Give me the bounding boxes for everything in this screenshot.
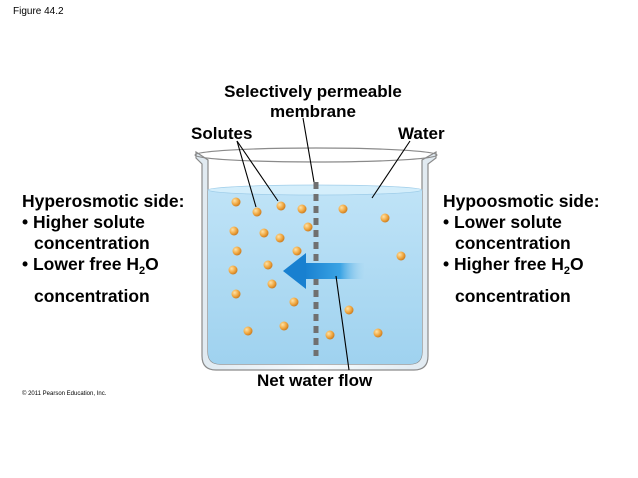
membrane-label-line2: membrane (270, 102, 356, 121)
hypoosmotic-bullet1-cont: concentration (455, 233, 571, 253)
hyperosmotic-bullet2-suffix: O (145, 254, 159, 274)
solutes-leader-line (236, 140, 279, 202)
leader-lines (236, 117, 411, 371)
hyperosmotic-bullet1-cont: concentration (34, 233, 150, 253)
solute-particle (275, 233, 285, 243)
hypoosmotic-bullet1: • Lower solute (443, 212, 562, 232)
hypoosmotic-bullet2: • Higher free H2O (443, 254, 600, 282)
solute-particle (380, 213, 390, 223)
net-water-flow-leader-line (335, 275, 350, 371)
figure-label: Figure 44.2 (13, 6, 64, 17)
water-label: Water (398, 124, 445, 143)
solute-particle (267, 279, 277, 289)
solute-particle (325, 330, 335, 340)
solute-particle (228, 265, 238, 275)
hyperosmotic-bullet2: • Lower free H2O (22, 254, 184, 282)
hypoosmotic-title: Hypoosmotic side: (443, 191, 600, 211)
solute-particle (338, 204, 348, 214)
beaker-rim (194, 147, 438, 163)
hyperosmotic-side-text: Hyperosmotic side: • Higher solute conce… (22, 191, 184, 307)
solute-particle (297, 204, 307, 214)
membrane-label: Selectively permeable membrane (204, 82, 422, 122)
solute-particle (279, 321, 289, 331)
net-water-flow-label: Net water flow (257, 371, 373, 390)
hyperosmotic-bullet2-cont: concentration (34, 286, 150, 306)
water-leader-line (371, 140, 411, 199)
hyperosmotic-title: Hyperosmotic side: (22, 191, 185, 211)
hyperosmotic-bullet2-subscript: 2 (139, 265, 146, 277)
solute-particle (263, 260, 273, 270)
solute-particle (231, 197, 241, 207)
solute-particle (229, 226, 239, 236)
hypoosmotic-side-text: Hypoosmotic side: • Lower solute concent… (443, 191, 600, 307)
hyperosmotic-bullet1: • Higher solute (22, 212, 145, 232)
hypoosmotic-bullet2-subscript: 2 (563, 265, 571, 277)
solutes-leader-line (236, 140, 257, 208)
solute-particle (292, 246, 302, 256)
hypoosmotic-bullet2-suffix: O (570, 254, 584, 274)
solute-particle (252, 207, 262, 217)
membrane-leader-line (302, 117, 315, 183)
solute-particle (232, 246, 242, 256)
solute-particles (228, 197, 406, 340)
solute-particle (243, 326, 253, 336)
net-water-flow-arrow (283, 253, 364, 289)
solutes-label: Solutes (191, 124, 253, 143)
hypoosmotic-bullet2-prefix: • Higher free H (443, 254, 564, 274)
hyperosmotic-bullet2-prefix: • Lower free H (22, 254, 139, 274)
solute-particle (289, 297, 299, 307)
solute-particle (231, 289, 241, 299)
solute-particle (344, 305, 354, 315)
solute-particle (396, 251, 406, 261)
solute-particle (303, 222, 313, 232)
solute-particle (373, 328, 383, 338)
solute-particle (259, 228, 269, 238)
copyright-text: © 2011 Pearson Education, Inc. (22, 391, 107, 397)
solute-particle (276, 201, 286, 211)
membrane-label-line1: Selectively permeable (224, 82, 402, 101)
hypoosmotic-bullet2-cont: concentration (455, 286, 571, 306)
